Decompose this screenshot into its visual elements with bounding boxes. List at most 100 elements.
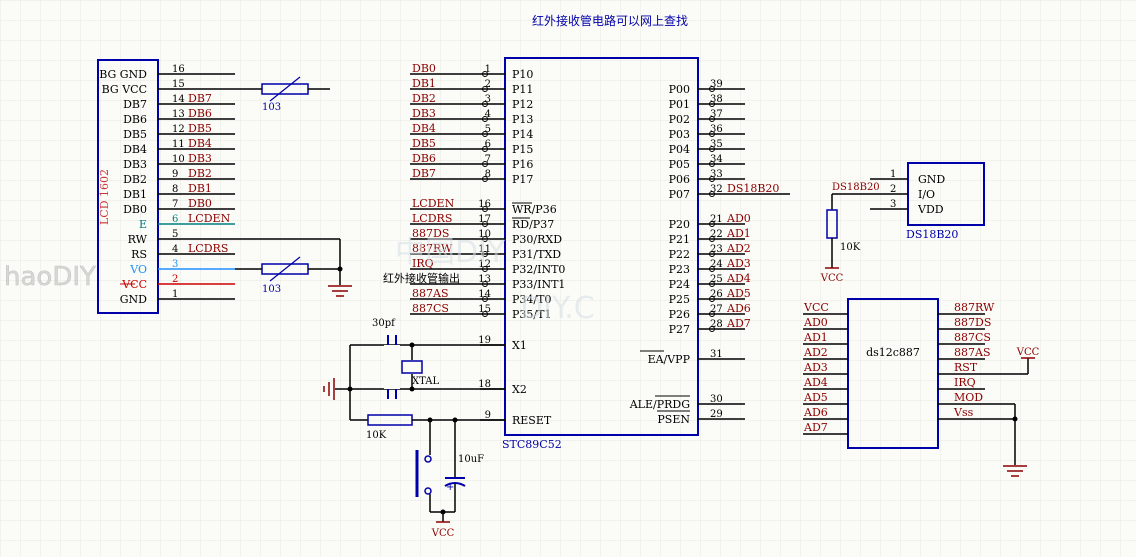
mcu-right-pin-label: P24 xyxy=(669,278,690,291)
reset-cap-value: 10uF xyxy=(458,454,484,465)
mcu-pin-port xyxy=(482,296,488,302)
lcd-pin-number: 15 xyxy=(172,79,185,90)
mcu-left-pin-number: 8 xyxy=(485,169,491,180)
mcu-left-pin-label: P34/T0 xyxy=(512,293,551,306)
mcu-right-pin-label: EA/VPP xyxy=(648,353,691,366)
lcd-pin-number: 11 xyxy=(172,139,185,150)
mcu-right-pin-label: P02 xyxy=(669,113,690,126)
mcu-left-pin-label: WR/P36 xyxy=(512,203,557,216)
mcu-right-pin-label: P07 xyxy=(669,188,690,201)
mcu-left-pin-number: 1 xyxy=(485,64,491,75)
mcu-right-net-label: AD7 xyxy=(726,317,751,330)
svg-text:+: + xyxy=(446,482,454,493)
mcu-pin-port xyxy=(482,266,488,272)
mcu-left-net-label: 887DS xyxy=(412,227,449,240)
lcd-pin-label: DB0 xyxy=(123,203,147,216)
mcu-pin-port xyxy=(482,131,488,137)
mcu-left-pin-label: P15 xyxy=(512,143,533,156)
mcu-right-pin-number: 23 xyxy=(710,244,723,255)
lcd-pin-number: 10 xyxy=(172,154,185,165)
mcu-right-pin-label: P26 xyxy=(669,308,690,321)
ds18b20-pin-number: 3 xyxy=(890,199,896,210)
ds18b20-pin-label: I/O xyxy=(918,188,935,201)
mcu-pin-port xyxy=(709,326,715,332)
rtc-left-pin-label: VCC xyxy=(803,301,829,314)
mcu-right-net-label: AD0 xyxy=(726,212,751,225)
schematic-title: 红外接收管电路可以网上查找 xyxy=(532,13,688,28)
lcd-pin-number: 6 xyxy=(172,214,178,225)
mcu-pin-port xyxy=(482,311,488,317)
mcu-name: STC89C52 xyxy=(502,438,562,451)
mcu-pin-port xyxy=(709,191,715,197)
mcu-right-pin-number: 26 xyxy=(710,289,723,300)
mcu-pin-port xyxy=(709,296,715,302)
rtc-right-pin-label: RST xyxy=(954,361,978,374)
rtc-left-pin-label: AD4 xyxy=(803,376,828,389)
mcu-right-net-label: DS18B20 xyxy=(727,182,779,195)
mcu-left-pin-number: 17 xyxy=(478,214,491,225)
mcu-left-pin-label: P17 xyxy=(512,173,533,186)
mcu-pin-port xyxy=(709,146,715,152)
reset-switch-contact-top xyxy=(424,455,432,463)
mcu-left-pin-label: P35/T1 xyxy=(512,308,551,321)
lcd-net-label: DB2 xyxy=(188,167,212,180)
mcu-right-pin-number: 33 xyxy=(710,169,723,180)
mcu-right-pin-number: 29 xyxy=(710,409,723,420)
mcu-right-net-label: AD3 xyxy=(726,257,751,270)
mcu-pin-port xyxy=(709,176,715,182)
ds18b20-name: DS18B20 xyxy=(906,228,958,241)
lcd-pin-label: DB2 xyxy=(123,173,147,186)
rtc-left-pin-label: AD3 xyxy=(803,361,828,374)
lcd-pin-number: 5 xyxy=(172,229,178,240)
mcu-pin-port xyxy=(482,281,488,287)
watermark-overlay-1: 中国DIY xyxy=(395,235,506,270)
mcu-left-pin-number: 12 xyxy=(478,259,491,270)
lcd-pin-label: RS xyxy=(131,248,147,261)
lcd-pin-label: DB5 xyxy=(123,128,147,141)
mcu-right-pin-label: P23 xyxy=(669,263,690,276)
mcu-left-net-label: DB4 xyxy=(412,122,436,135)
lcd-pin-number: 2 xyxy=(172,274,178,285)
mcu-right-pin-number: 35 xyxy=(710,139,723,150)
ds18b20-io-net: DS18B20 xyxy=(832,182,880,193)
mcu-left-net-label: DB7 xyxy=(412,167,436,180)
crystal-body xyxy=(401,360,423,374)
mcu-right-pin-number: 39 xyxy=(710,79,723,90)
mcu-left-pin-label: P33/INT1 xyxy=(512,278,565,291)
ds18b20-pin-number: 2 xyxy=(890,184,896,195)
rtc-right-pin-label: IRQ xyxy=(954,376,976,389)
pot1-arrow xyxy=(269,76,301,102)
mcu-left-net-label: IRQ xyxy=(412,257,434,270)
mcu-right-pin-number: 30 xyxy=(710,394,723,405)
mcu-right-pin-label: PSEN xyxy=(657,413,690,426)
crystal-label: XTAL xyxy=(412,376,439,387)
mcu-right-net-label: AD2 xyxy=(726,242,751,255)
rtc-left-pin-label: AD7 xyxy=(803,421,828,434)
crystal-circuit: 30pf XTAL xyxy=(323,318,505,420)
mcu-right-pin-label: P22 xyxy=(669,248,690,261)
mcu-right-pin-label: P05 xyxy=(669,158,690,171)
lcd-pin-number: 4 xyxy=(172,244,178,255)
reset-res-value: 10K xyxy=(366,430,387,441)
mcu-pin-port xyxy=(482,146,488,152)
reset-circuit: 10K + 10uF VCC xyxy=(350,414,505,539)
mcu-right-pin-label: P03 xyxy=(669,128,690,141)
mcu-pin-port xyxy=(482,116,488,122)
mcu-left-pin-label: P30/RXD xyxy=(512,233,562,246)
mcu-left-pin-label: P16 xyxy=(512,158,533,171)
junction-dot xyxy=(337,266,343,272)
mcu-right-pin-number: 22 xyxy=(710,229,723,240)
mcu-left-net-label: 红外接收管输出 xyxy=(383,271,460,285)
mcu-left-pin-number: 6 xyxy=(485,139,491,150)
rtc-right-pin-label: MOD xyxy=(954,391,983,404)
rtc-left-pin-label: AD1 xyxy=(803,331,828,344)
mcu-right-pins: 39P0038P0137P0236P0335P0434P0533P0632P07… xyxy=(629,79,790,426)
mcu-left-net-label: DB2 xyxy=(412,92,436,105)
mcu-right-pin-label: P20 xyxy=(669,218,690,231)
